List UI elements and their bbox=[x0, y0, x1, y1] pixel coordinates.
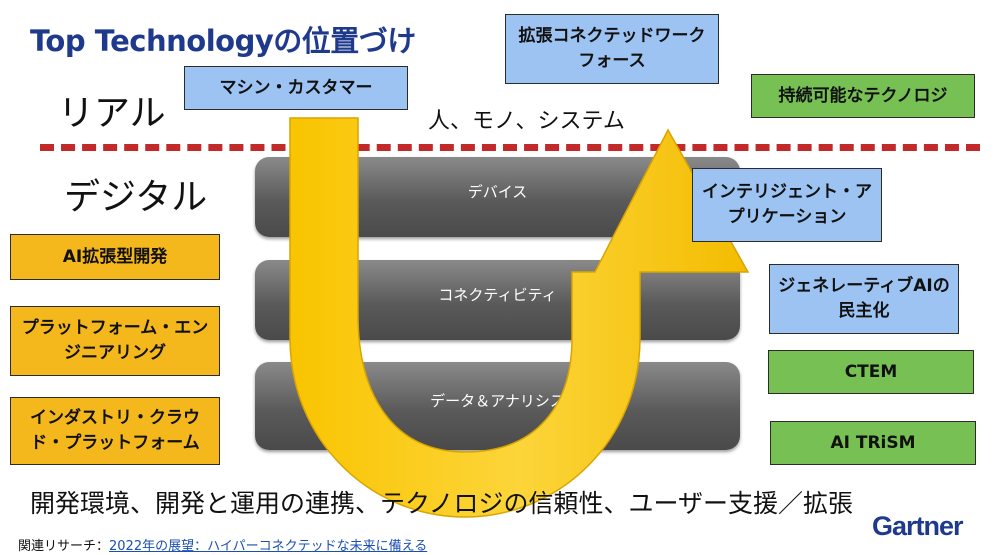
box-augmented-connected-workforce: 拡張コネクテッドワークフォース bbox=[505, 14, 719, 84]
bottom-summary: 開発環境、開発と運用の連携、テクノロジの信頼性、ユーザー支援／拡張 bbox=[30, 489, 854, 518]
related-research-link[interactable]: 2022年の展望：ハイパーコネクテッドな未来に備える bbox=[109, 539, 428, 554]
zone-label-real: リアル bbox=[58, 93, 166, 134]
box-machine-customer: マシン・カスタマー bbox=[184, 66, 408, 110]
box-intelligent-applications: インテリジェント・アプリケーション bbox=[692, 168, 882, 242]
gartner-logo: Gartner bbox=[872, 511, 964, 541]
layer-devices-label: デバイス bbox=[467, 182, 528, 201]
box-industry-cloud-platforms: インダストリ・クラウド・プラットフォーム bbox=[10, 397, 220, 465]
real-digital-divider bbox=[40, 144, 980, 151]
box-ai-trism: AI TRiSM bbox=[770, 421, 976, 465]
box-democratized-genai: ジェネレーティブAIの民主化 bbox=[769, 264, 959, 334]
box-platform-engineering: プラットフォーム・エンジニアリング bbox=[10, 306, 220, 376]
box-ai-augmented-development: AI拡張型開発 bbox=[10, 234, 220, 280]
related-research: 関連リサーチ：2022年の展望：ハイパーコネクテッドな未来に備える bbox=[18, 535, 427, 554]
layer-data-analytics-label: データ＆アナリシス bbox=[430, 391, 565, 410]
box-sustainable-technology: 持続可能なテクノロジ bbox=[751, 74, 975, 118]
related-research-label: 関連リサーチ： bbox=[18, 539, 110, 554]
box-ctem: CTEM bbox=[768, 350, 974, 394]
zone-label-digital: デジタル bbox=[64, 177, 208, 218]
layer-connectivity-label: コネクティビティ bbox=[438, 285, 557, 304]
real-things-label: 人、モノ、システム bbox=[428, 109, 625, 134]
page-title: Top Technologyの位置づけ bbox=[30, 24, 416, 58]
